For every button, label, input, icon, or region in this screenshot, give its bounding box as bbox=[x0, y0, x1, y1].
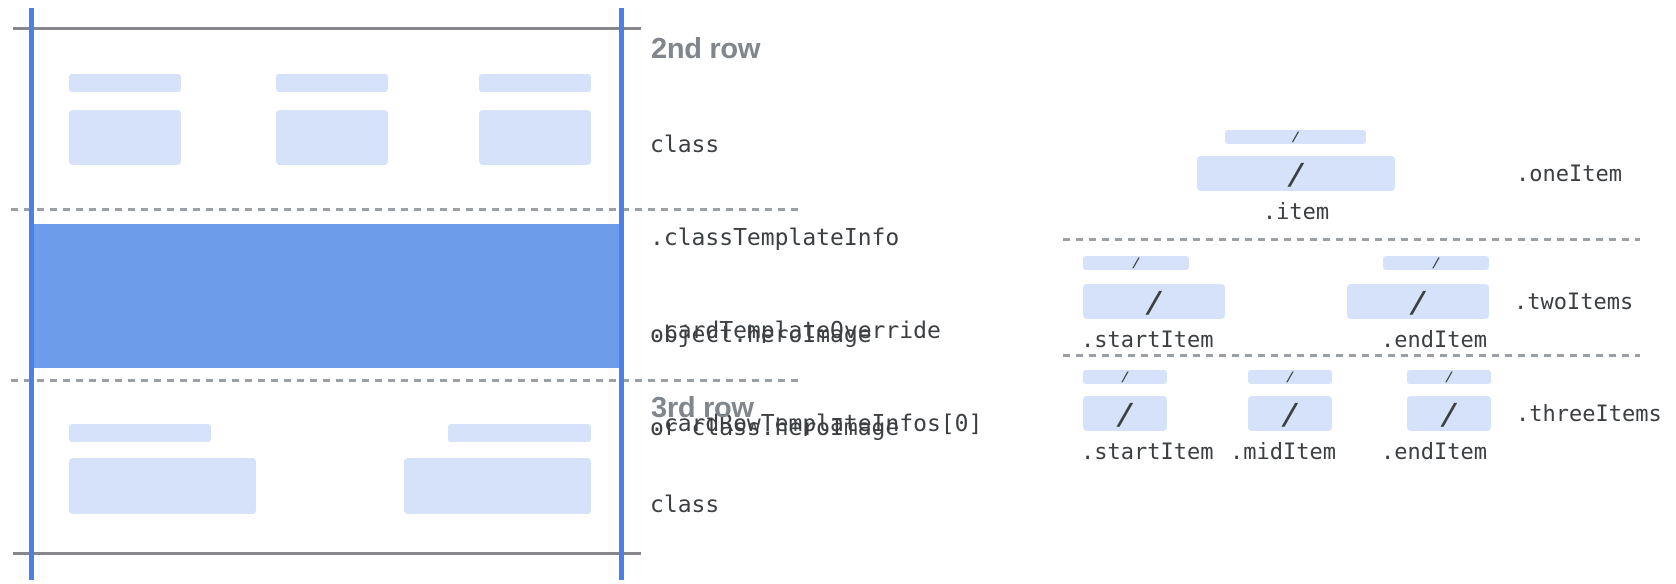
threeitems-start-value-bar: / bbox=[1083, 396, 1167, 431]
row2-item2-value-block bbox=[276, 110, 388, 165]
oneitem-item-caption: .item bbox=[1262, 200, 1330, 225]
layout-divider-dashed-1 bbox=[1063, 238, 1640, 241]
row2-code-line: class bbox=[650, 132, 720, 158]
slash-placeholder: / bbox=[1438, 396, 1460, 431]
threeitems-mid-caption: .midItem bbox=[1230, 440, 1336, 465]
row2-code-line: .cardTemplateOverride bbox=[650, 318, 941, 344]
oneitem-row-label: .oneItem bbox=[1516, 162, 1622, 187]
threeitems-start-caption: .startItem bbox=[1081, 440, 1214, 465]
row2-item2-label-bar bbox=[276, 74, 388, 92]
hero-image-band bbox=[32, 224, 622, 368]
oneitem-item-value-bar: / bbox=[1197, 156, 1395, 191]
slash-placeholder: / bbox=[1114, 396, 1136, 431]
hero-code-line: object.heroImage bbox=[650, 322, 872, 348]
threeitems-end-caption: .endItem bbox=[1381, 440, 1487, 465]
slash-placeholder: / bbox=[1120, 369, 1130, 385]
twoitems-start-value-bar: / bbox=[1083, 284, 1225, 319]
row2-code-block: class .classTemplateInfo .cardTemplateOv… bbox=[650, 68, 982, 502]
row2-item1-label-bar bbox=[69, 74, 181, 92]
twoitems-start-label-bar: / bbox=[1083, 255, 1189, 271]
slash-placeholder: / bbox=[1279, 396, 1301, 431]
slash-placeholder: / bbox=[1285, 156, 1307, 191]
hero-code-line: or class.heroImage bbox=[650, 415, 900, 441]
slash-placeholder: / bbox=[1431, 255, 1441, 271]
row3-item1-label-bar bbox=[69, 424, 211, 442]
slash-placeholder: / bbox=[1143, 284, 1165, 319]
threeitems-mid-label-bar: / bbox=[1248, 369, 1332, 385]
row3-heading: 3rd row bbox=[651, 392, 754, 424]
twoitems-row-label: .twoItems bbox=[1514, 290, 1634, 315]
row3-item2-value-block bbox=[404, 458, 591, 514]
threeitems-mid-value-bar: / bbox=[1248, 396, 1332, 431]
threeitems-row-label: .threeItems bbox=[1516, 402, 1662, 427]
threeitems-end-label-bar: / bbox=[1407, 369, 1491, 385]
slash-placeholder: / bbox=[1285, 369, 1295, 385]
card-right-edge-line bbox=[619, 8, 624, 580]
layout-divider-dashed-2 bbox=[1063, 354, 1640, 357]
hero-code-block: object.heroImage or class.heroImage bbox=[650, 258, 899, 506]
oneitem-item-label-bar: / bbox=[1225, 129, 1366, 145]
row3-item1-value-block bbox=[69, 458, 256, 514]
threeitems-start-label-bar: / bbox=[1083, 369, 1167, 385]
row2-code-line: .classTemplateInfo bbox=[650, 225, 900, 251]
slash-placeholder: / bbox=[1131, 255, 1141, 271]
twoitems-end-caption: .endItem bbox=[1381, 328, 1487, 353]
card-row-divider-dashed-bottom bbox=[11, 379, 800, 382]
twoitems-end-label-bar: / bbox=[1383, 255, 1489, 271]
row2-item3-value-block bbox=[479, 110, 591, 165]
card-left-edge-line bbox=[29, 8, 34, 580]
card-top-border-line bbox=[13, 27, 641, 30]
row3-code-block: class .classTemplateInfo .cardTemplateOv… bbox=[650, 428, 982, 584]
slash-placeholder: / bbox=[1290, 129, 1301, 145]
row3-code-line: class bbox=[650, 492, 720, 518]
row2-heading: 2nd row bbox=[651, 33, 761, 65]
row2-item1-value-block bbox=[69, 110, 181, 165]
threeitems-end-value-bar: / bbox=[1407, 396, 1491, 431]
card-row-divider-dashed-top bbox=[11, 208, 800, 211]
row2-item3-label-bar bbox=[479, 74, 591, 92]
row2-code-line: .cardRowTemplateInfos[0] bbox=[650, 411, 983, 437]
twoitems-start-caption: .startItem bbox=[1081, 328, 1214, 353]
slash-placeholder: / bbox=[1407, 284, 1429, 319]
row3-item2-label-bar bbox=[448, 424, 591, 442]
slash-placeholder: / bbox=[1444, 369, 1454, 385]
card-bottom-border-line bbox=[13, 552, 641, 555]
twoitems-end-value-bar: / bbox=[1347, 284, 1489, 319]
